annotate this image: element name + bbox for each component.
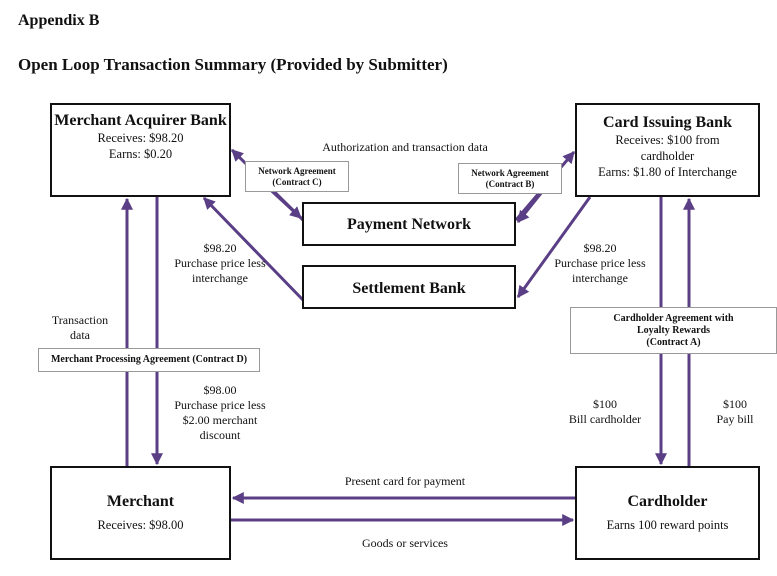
merchant-processing-agreement-contract-d: Merchant Processing Agreement (Contract … — [38, 348, 260, 372]
merchant-title: Merchant — [106, 493, 175, 510]
merchant-box: Merchant Receives: $98.00 — [50, 466, 231, 560]
agreement-line: Merchant Processing Agreement (Contract … — [50, 354, 248, 365]
bill-cardholder-label: $100 Bill cardholder — [555, 397, 655, 427]
network-agreement-contract-c: Network Agreement (Contract C) — [245, 161, 349, 192]
cardholder-title: Cardholder — [627, 493, 708, 510]
merchant-acquirer-bank-box: Merchant Acquirer Bank Receives: $98.20 … — [50, 103, 231, 197]
label-line: $98.20 — [583, 241, 617, 255]
agreement-line: (Contract A) — [646, 337, 701, 348]
label-line: Transaction — [51, 313, 109, 327]
label-line: $98.20 — [203, 241, 237, 255]
label-line: Bill cardholder — [568, 412, 642, 426]
agreement-line: (Contract C) — [272, 177, 322, 187]
issuer-amount-label: $98.20 Purchase price less interchange — [540, 241, 660, 286]
card-issuing-bank-title: Card Issuing Bank — [603, 114, 732, 131]
authorization-label: Authorization and transaction data — [322, 140, 488, 154]
agreement-line: Loyalty Rewards — [636, 325, 711, 336]
label-line: interchange — [572, 271, 628, 285]
acquirer-earns: Earns: $0.20 — [108, 147, 173, 161]
card-issuing-bank-box: Card Issuing Bank Receives: $100 from ca… — [575, 103, 760, 197]
payment-network-title: Payment Network — [347, 216, 471, 233]
agreement-line: Network Agreement — [258, 166, 336, 176]
settlement-bank-box: Settlement Bank — [302, 265, 516, 309]
issuer-receives: Receives: $100 from cardholder — [615, 133, 720, 163]
goods-services-label: Goods or services — [362, 536, 448, 550]
settlement-bank-title: Settlement Bank — [352, 280, 466, 297]
label-line: discount — [199, 428, 241, 442]
present-card-label: Present card for payment — [344, 474, 466, 488]
agreement-line: (Contract B) — [485, 179, 535, 189]
cardholder-agreement-contract-a: Cardholder Agreement with Loyalty Reward… — [570, 307, 777, 354]
appendix-heading: Appendix B — [18, 12, 100, 29]
label-line: $100 — [723, 397, 747, 411]
arrow-issuer-to-settlement — [516, 196, 592, 298]
label-line: Purchase price less — [174, 398, 266, 412]
arrow-settlement-to-acquirer — [202, 196, 305, 302]
label-line: Purchase price less — [174, 256, 266, 270]
merchant-amount-label: $98.00 Purchase price less $2.00 merchan… — [150, 383, 290, 443]
payment-network-box: Payment Network — [302, 202, 516, 246]
pay-bill-label: $100 Pay bill — [700, 397, 770, 427]
label-line: $100 — [593, 397, 617, 411]
label-line: $98.00 — [203, 383, 237, 397]
label-line: data — [70, 328, 90, 342]
cardholder-earns: Earns 100 reward points — [606, 518, 729, 532]
label-line: Purchase price less — [554, 256, 646, 270]
label-line: interchange — [192, 271, 248, 285]
network-agreement-contract-b: Network Agreement (Contract B) — [458, 163, 562, 194]
label-line: Pay bill — [716, 412, 754, 426]
acquirer-amount-label: $98.20 Purchase price less interchange — [160, 241, 280, 286]
merchant-receives: Receives: $98.00 — [97, 518, 184, 532]
transaction-data-label: Transaction data — [40, 313, 120, 343]
acquirer-receives: Receives: $98.20 — [97, 131, 184, 145]
agreement-line: Cardholder Agreement with — [613, 313, 734, 324]
diagram-subheading: Open Loop Transaction Summary (Provided … — [18, 55, 448, 74]
issuer-earns: Earns: $1.80 of Interchange — [598, 165, 737, 179]
merchant-acquirer-bank-title: Merchant Acquirer Bank — [54, 112, 227, 129]
label-line: $2.00 merchant — [182, 413, 258, 427]
agreement-line: Network Agreement — [471, 168, 549, 178]
cardholder-box: Cardholder Earns 100 reward points — [575, 466, 760, 560]
